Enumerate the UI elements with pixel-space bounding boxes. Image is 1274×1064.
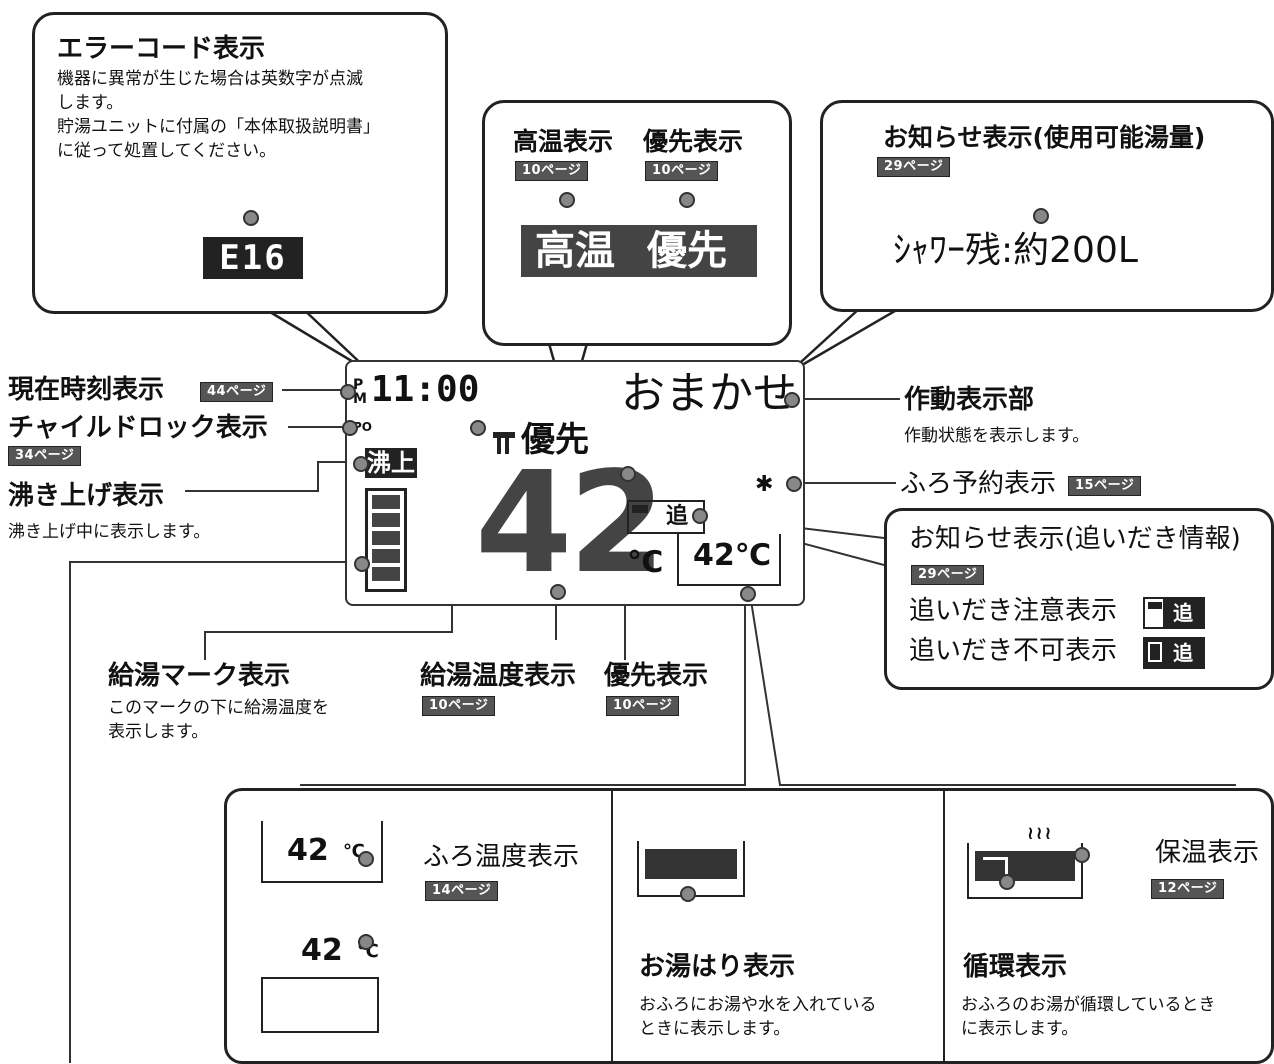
lcd-operation-mode: おまかせ (621, 368, 797, 419)
priority-page-ref-bottom: 10ページ (606, 696, 680, 716)
reheat-info-page-ref: 29ページ (911, 565, 985, 585)
reheat-disabled-label: 追いだき不可表示 (909, 636, 1118, 666)
lcd-priority: 優先 (521, 420, 589, 460)
notice-title: お知らせ表示(使用可能湯量) (883, 123, 1206, 152)
lcd-priority-text: 優先 (647, 228, 727, 274)
bath-fill-description: おふろにお湯や水を入れている ときに表示します。 (639, 995, 877, 1039)
lcd-clock: 11:00 (371, 369, 480, 410)
supply-temp-label: 給湯温度表示 (420, 661, 577, 691)
remote-lcd-display: P M 11:00 おまかせ PO 沸上 優先 42 ℃ 追 42℃ ✱ (345, 360, 805, 606)
bath-temp-label: ふろ温度表示 (423, 842, 580, 872)
lcd-high-priority-sample: 高温 優先 (521, 225, 757, 277)
bath-temp-page-ref: 14ページ (425, 881, 499, 901)
error-code-title: エラーコード表示 (57, 34, 266, 64)
circulate-description: おふろのお湯が循環しているとき に表示します。 (961, 995, 1216, 1039)
lcd-am-pm: P M (353, 377, 367, 407)
keep-warm-steam-icon: ≀≀≀ (1027, 823, 1054, 844)
lcd-boil-indicator: 沸上 (365, 448, 417, 478)
boil-label: 沸き上げ表示 (8, 481, 165, 511)
supply-temp-page-ref: 10ページ (422, 696, 496, 716)
lcd-high-temp-text: 高温 (535, 228, 615, 274)
reheat-info-title: お知らせ表示(追いだき情報) (909, 524, 1241, 554)
reheat-info-callout: お知らせ表示(追いだき情報) 29ページ 追いだき注意表示 追 追いだき不可表示… (884, 508, 1274, 690)
bath-fill-label: お湯はり表示 (639, 952, 796, 982)
available-hot-water-callout: お知らせ表示(使用可能湯量) 29ページ ｼｬﾜｰ残:約200L (820, 100, 1274, 312)
supply-mark-icon (493, 432, 515, 438)
keep-warm-page-ref: 12ページ (1151, 879, 1225, 899)
priority-page-ref: 10ページ (645, 161, 719, 181)
circulate-arrow-icon (983, 857, 1008, 876)
lcd-reheat-notice: 追 (627, 500, 705, 534)
reheat-disabled-icon: 追 (1143, 637, 1205, 669)
operation-label: 作動表示部 (904, 385, 1035, 415)
error-code-description: 機器に異常が生じた場合は英数字が点滅 します。 貯湯ユニットに付属の「本体取扱説… (57, 69, 380, 161)
lcd-bath-temp-box: 42℃ (677, 534, 781, 586)
circulate-label: 循環表示 (963, 952, 1068, 982)
child-lock-page-ref: 34ページ (8, 446, 82, 466)
supply-mark-description: このマークの下に給湯温度を 表示します。 (108, 698, 329, 742)
priority-label-bottom: 優先表示 (604, 661, 709, 691)
clock-label: 現在時刻表示 (8, 375, 165, 405)
high-temp-page-ref: 10ページ (515, 161, 589, 181)
bath-status-panel: 42 ℃ 42 ℃ ふろ温度表示 14ページ お湯はり表示 おふろにお湯や水を入… (224, 788, 1274, 1064)
bath-temp-sample-2: 42 ℃ (261, 921, 379, 1033)
error-code-display: E16 (203, 237, 303, 279)
clock-page-ref: 44ページ (200, 382, 274, 402)
boil-description: 沸き上げ中に表示します。 (8, 522, 211, 542)
circulate-keep-warm-icon (967, 843, 1083, 899)
lcd-shower-remaining-text: ｼｬﾜｰ残:約200L (893, 230, 1138, 271)
notice-page-ref: 29ページ (877, 157, 951, 177)
high-temp-priority-callout: 高温表示 優先表示 10ページ 10ページ 高温 優先 (482, 100, 792, 346)
bath-reserve-icon: ✱ (755, 472, 774, 497)
reheat-caution-icon: 追 (1143, 597, 1205, 629)
bath-temp-sample-1: 42 ℃ (261, 821, 383, 883)
lcd-child-lock: PO (353, 420, 372, 434)
lcd-bath-temp: 42℃ (693, 538, 772, 573)
bath-reserve-page-ref: 15ページ (1068, 476, 1142, 496)
error-code-callout: エラーコード表示 機器に異常が生じた場合は英数字が点滅 します。 貯湯ユニットに… (32, 12, 448, 314)
child-lock-label: チャイルドロック表示 (8, 413, 268, 443)
bath-reserve-label: ふろ予約表示 (900, 469, 1057, 499)
lcd-tank-gauge (365, 488, 407, 592)
priority-label: 優先表示 (643, 127, 744, 156)
reheat-caution-label: 追いだき注意表示 (909, 596, 1118, 626)
operation-description: 作動状態を表示します。 (904, 426, 1090, 446)
supply-mark-label: 給湯マーク表示 (108, 661, 291, 691)
lcd-supply-temp-unit: ℃ (627, 545, 664, 580)
high-temp-label: 高温表示 (513, 127, 614, 156)
keep-warm-label: 保温表示 (1155, 838, 1260, 868)
